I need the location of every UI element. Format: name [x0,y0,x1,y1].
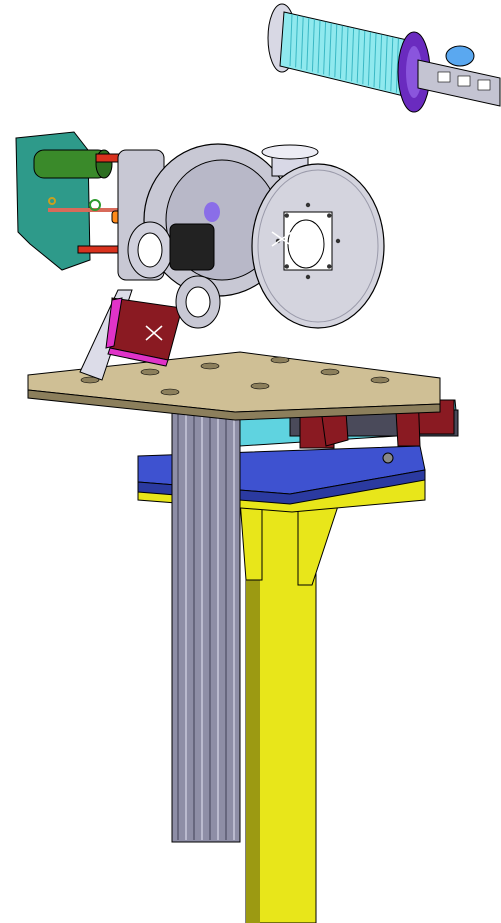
bellows-rib [356,29,360,83]
ladder-slot [437,71,451,83]
yellow-gusset-right [297,499,341,586]
table-edge [27,389,441,421]
bellows-body [279,11,417,99]
bottom-port-inner [185,286,211,318]
table-holes [80,356,390,396]
bellows-rib [379,34,383,89]
blue-knob [445,45,475,67]
ladder-slot [457,75,471,87]
bellows-rib [339,25,343,79]
bellows-rib [323,21,327,75]
bellows-rib [295,15,299,68]
bellows-rib [384,36,388,90]
flange-bolt [284,264,289,269]
tilt-bracket [79,289,183,381]
bellows-rib [367,32,371,86]
table-hole [370,376,390,384]
bellows-rib [334,24,338,78]
bellows-rib [317,20,321,74]
ladder-slot [477,79,491,91]
table-hole [80,376,100,384]
grey-post-body [171,409,241,843]
bellows-ribs [289,13,411,96]
table-hole [270,356,290,364]
yellow-column-shadow [246,508,260,923]
bolt-icon [382,452,394,464]
bellows-rib [345,26,349,81]
bellows-rib [311,19,315,72]
bellows-rib [289,13,293,67]
large-flange-rim [257,169,379,323]
viewport-glass [287,219,325,269]
flange-bolt [335,238,341,244]
gold-ring-icon [48,197,56,205]
bellows-assembly [267,3,501,113]
bellows-rib [351,28,355,82]
bellows-rib [373,33,377,88]
table-hole [160,388,180,396]
motor-assembly [15,131,131,271]
grey-post [171,409,241,843]
ladder-slots [437,71,491,91]
table-hole [250,382,270,390]
purple-window [204,202,220,222]
bellows-rib [300,16,304,69]
front-port-hole [137,232,163,268]
bellows-rib [395,38,399,93]
bellows-rib [306,17,310,71]
table-hole [200,362,220,370]
vacuum-chamber [117,143,385,329]
table-hole [320,368,340,376]
bellows-rib [362,30,366,85]
green-ring-icon [89,199,101,211]
bellows-rib [328,23,332,76]
top-port-flange [261,144,319,160]
red-rod-bottom [77,245,119,254]
bracket-magenta-side [105,297,123,349]
flange-bolt [305,274,311,280]
bracket-magenta-strip [107,347,169,367]
black-cylinder [169,223,215,271]
table-hole [140,368,160,376]
tan-table [27,351,441,421]
flange-bolt [327,264,332,269]
flange-bolt [327,213,332,218]
flange-bolt [284,213,289,218]
grey-post-flutes [177,412,235,840]
bellows-rib [390,37,394,92]
flange-bolt [305,202,311,208]
yellow-gusset-left [239,499,263,581]
